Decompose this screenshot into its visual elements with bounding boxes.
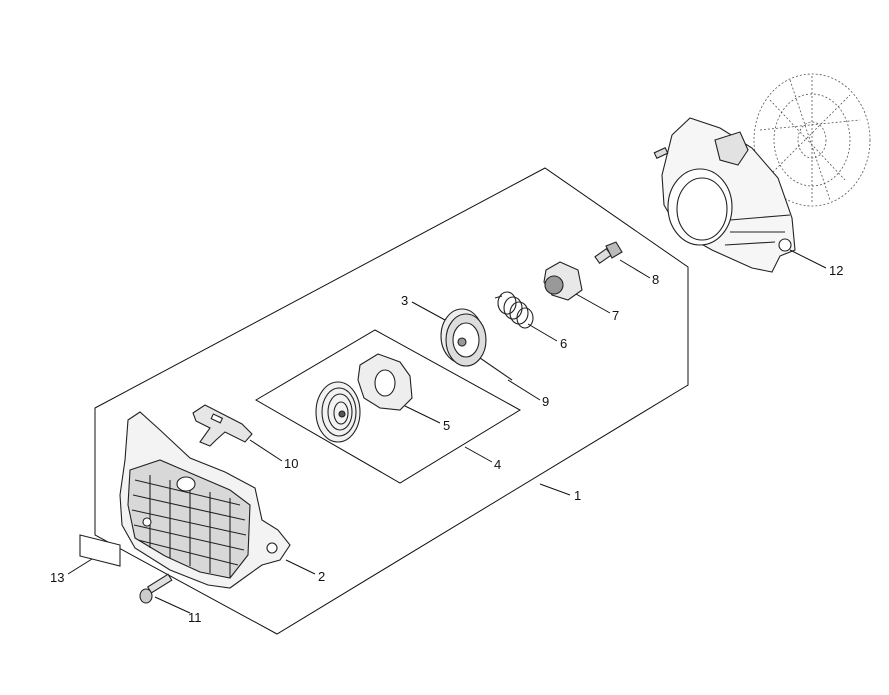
callout-13: 13 [50, 570, 64, 585]
bolt-part-11 [139, 573, 173, 604]
callout-6: 6 [560, 336, 567, 351]
callout-3: 3 [401, 293, 408, 308]
callout-9: 9 [542, 394, 549, 409]
handle-part-10 [192, 404, 253, 447]
bushing-part-7 [543, 261, 583, 301]
callout-2: 2 [318, 569, 325, 584]
assembly-1-outline [94, 167, 689, 635]
callout-7: 7 [612, 308, 619, 323]
assembly-4-outline [255, 329, 521, 484]
callout-8: 8 [652, 272, 659, 287]
rope-part-9 [479, 357, 513, 381]
callout-11: 11 [188, 610, 202, 625]
pulley-part-3 [440, 308, 487, 367]
callout-10: 10 [284, 456, 298, 471]
callout-1: 1 [574, 488, 581, 503]
flywheel-dotted [753, 73, 871, 207]
leader-lines [67, 249, 827, 614]
recoil-spring [315, 381, 361, 443]
label-part-13 [79, 534, 121, 567]
callout-12: 12 [829, 263, 843, 278]
spring-part-6 [494, 291, 534, 329]
starter-housing-part-2 [119, 411, 291, 589]
spring-case-part-5 [357, 353, 413, 411]
callout-5: 5 [443, 418, 450, 433]
fan-cover-part-12 [653, 73, 871, 273]
screw-part-8 [594, 241, 623, 265]
callout-4: 4 [494, 457, 501, 472]
